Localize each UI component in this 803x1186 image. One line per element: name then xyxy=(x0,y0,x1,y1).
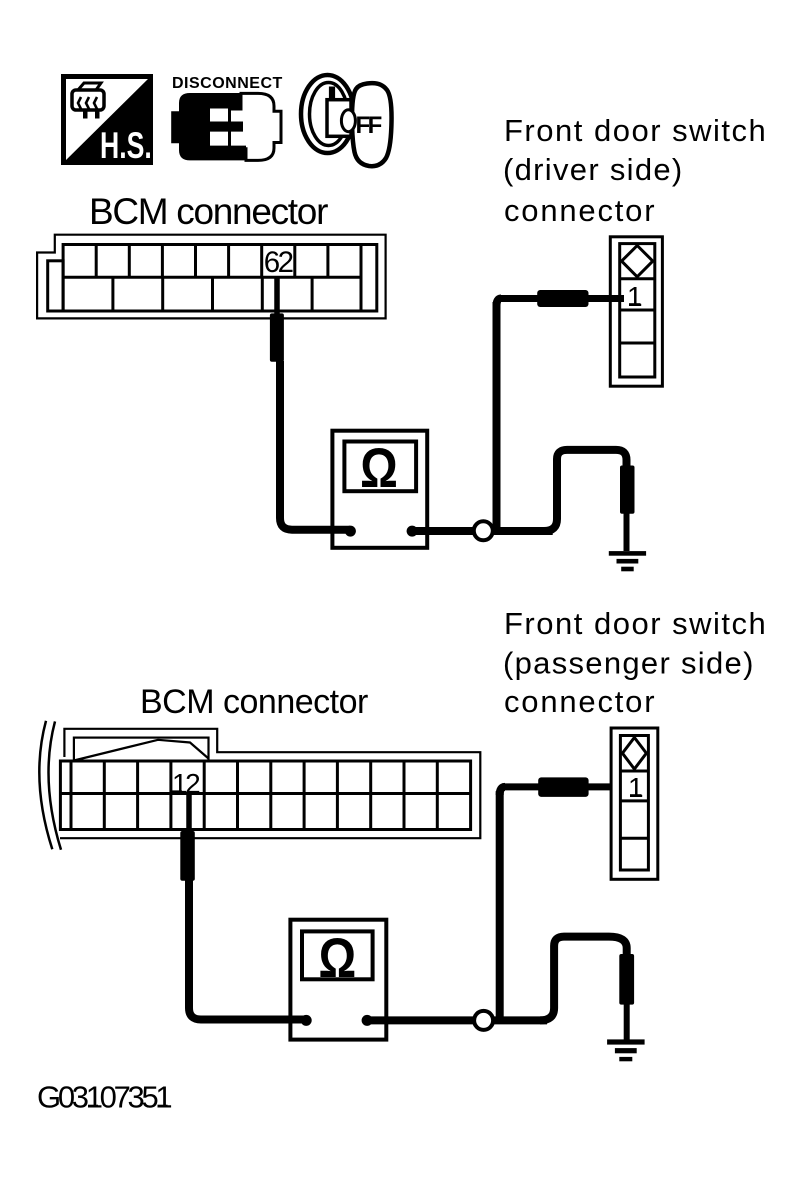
svg-text:(passenger side): (passenger side) xyxy=(503,645,755,680)
svg-text:BCM connector: BCM connector xyxy=(140,683,368,721)
svg-text:(driver side): (driver side) xyxy=(503,152,684,187)
svg-text:Front door switch: Front door switch xyxy=(504,606,767,641)
svg-text:12: 12 xyxy=(172,768,200,799)
svg-text:1: 1 xyxy=(627,281,643,312)
svg-text:BCM connector: BCM connector xyxy=(89,191,328,232)
svg-text:Ω: Ω xyxy=(360,436,398,499)
svg-text:1: 1 xyxy=(628,772,644,803)
svg-text:G03107351: G03107351 xyxy=(37,1080,171,1115)
svg-text:FF: FF xyxy=(356,112,382,139)
svg-text:connector: connector xyxy=(504,193,656,228)
svg-text:connector: connector xyxy=(504,684,656,719)
svg-text:Front door switch: Front door switch xyxy=(504,113,767,148)
svg-text:H.S.: H.S. xyxy=(100,125,152,166)
svg-text:62: 62 xyxy=(264,246,293,279)
svg-text:Ω: Ω xyxy=(318,926,356,989)
svg-text:DISCONNECT: DISCONNECT xyxy=(172,75,283,92)
